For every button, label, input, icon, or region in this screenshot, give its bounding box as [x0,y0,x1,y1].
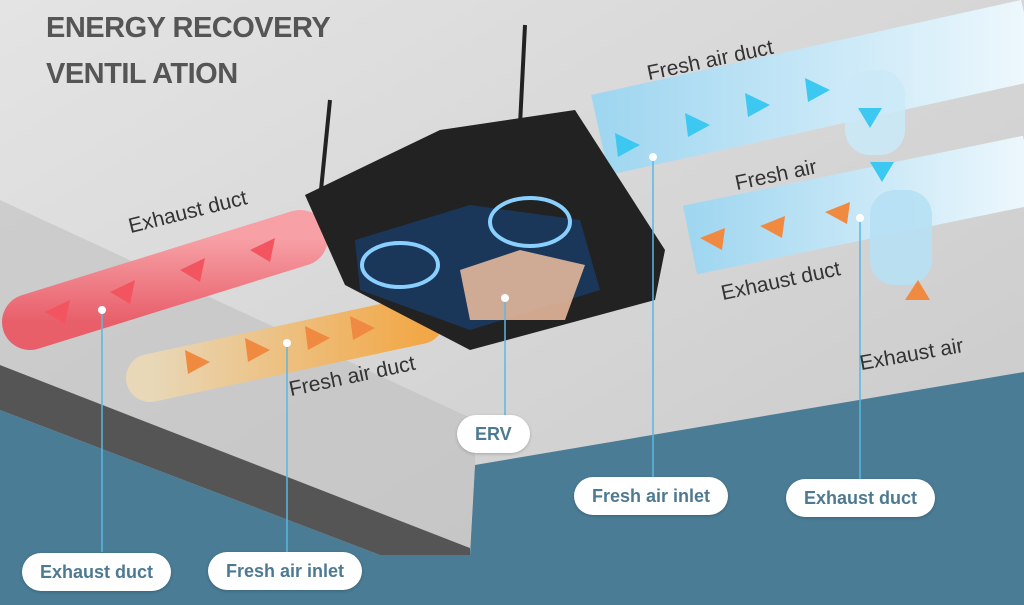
exhaust-arrows [45,238,275,324]
fresh-cool-arrows [615,78,894,182]
title-line-1: ENERGY RECOVERY [46,12,331,44]
label-fresh-air-inlet-right: Fresh air inlet [574,477,729,515]
fan-right [488,196,572,248]
label-fresh-air-inlet-left: Fresh air inlet [208,552,363,590]
leader-lines [101,157,861,552]
exhaust-duct-right [682,135,1024,275]
label-exhaust-duct-right: Exhaust duct [786,479,936,517]
title-line-2: VENTIL ATION [46,58,238,90]
label-exhaust-duct-left: Exhaust duct [22,553,172,591]
beam-shadow [0,365,470,555]
leader-dots [98,153,864,347]
fan-left [360,241,440,289]
wall-right [470,372,1024,605]
fresh-warm-arrows [185,202,930,374]
exhaust-air-elbow [870,190,932,285]
label-erv: ERV [457,415,530,453]
heat-exchanger [460,250,585,320]
